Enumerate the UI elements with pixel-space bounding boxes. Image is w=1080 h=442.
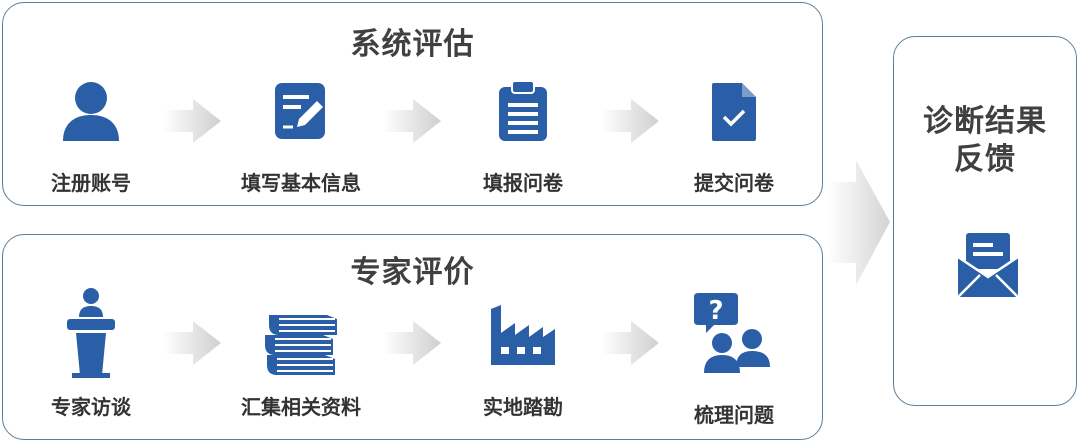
arrow-right-icon: [601, 321, 659, 365]
envelope-letter-icon: [957, 233, 1019, 298]
step-expert-interview: 专家访谈: [11, 287, 171, 427]
factory-icon: [491, 305, 555, 365]
diagnosis-result-title: 诊断结果 反馈: [894, 103, 1076, 179]
step-collect-materials: 汇集相关资料: [221, 303, 381, 427]
svg-text:?: ?: [708, 296, 723, 326]
system-evaluation-panel: 系统评估 注册账号 填写基本信息: [2, 2, 823, 206]
step-label: 填写基本信息: [241, 171, 361, 195]
result-title-line1: 诊断结果: [923, 104, 1047, 139]
step-fill-basic-info: 填写基本信息: [221, 81, 381, 201]
step-label: 专家访谈: [51, 395, 131, 419]
step-site-survey: 实地踏勘: [443, 303, 603, 427]
arrow-right-icon: [163, 99, 221, 143]
document-check-icon: [712, 83, 756, 141]
step-label: 汇集相关资料: [241, 395, 361, 419]
step-label: 梳理问题: [694, 403, 774, 427]
edit-form-icon: [275, 83, 325, 139]
podium-speaker-icon: [67, 288, 115, 378]
books-icon: [265, 315, 337, 375]
user-icon: [63, 82, 119, 141]
arrow-right-icon: [601, 99, 659, 143]
arrow-right-icon: [383, 321, 441, 365]
step-label: 填报问卷: [483, 171, 563, 195]
step-register-account: 注册账号: [11, 81, 171, 201]
step-sort-problems: ? 梳理问题: [654, 291, 814, 427]
step-label: 提交问卷: [694, 171, 774, 195]
diagnosis-result-panel: 诊断结果 反馈: [893, 36, 1077, 406]
step-label: 实地踏勘: [483, 395, 563, 419]
arrow-right-icon: [163, 321, 221, 365]
clipboard-icon: [499, 81, 547, 141]
expert-evaluation-title: 专家评价: [350, 255, 475, 290]
expert-evaluation-panel: 专家评价 专家访谈 汇集相关资料: [2, 234, 823, 440]
step-label: 注册账号: [51, 171, 131, 195]
people-question-icon: ?: [694, 293, 770, 373]
step-fill-questionnaire: 填报问卷: [443, 81, 603, 201]
big-arrow-icon: [828, 160, 890, 285]
arrow-right-icon: [383, 99, 441, 143]
system-evaluation-title: 系统评估: [350, 27, 475, 62]
result-title-line2: 反馈: [954, 142, 1016, 177]
step-submit-questionnaire: 提交问卷: [654, 81, 814, 201]
